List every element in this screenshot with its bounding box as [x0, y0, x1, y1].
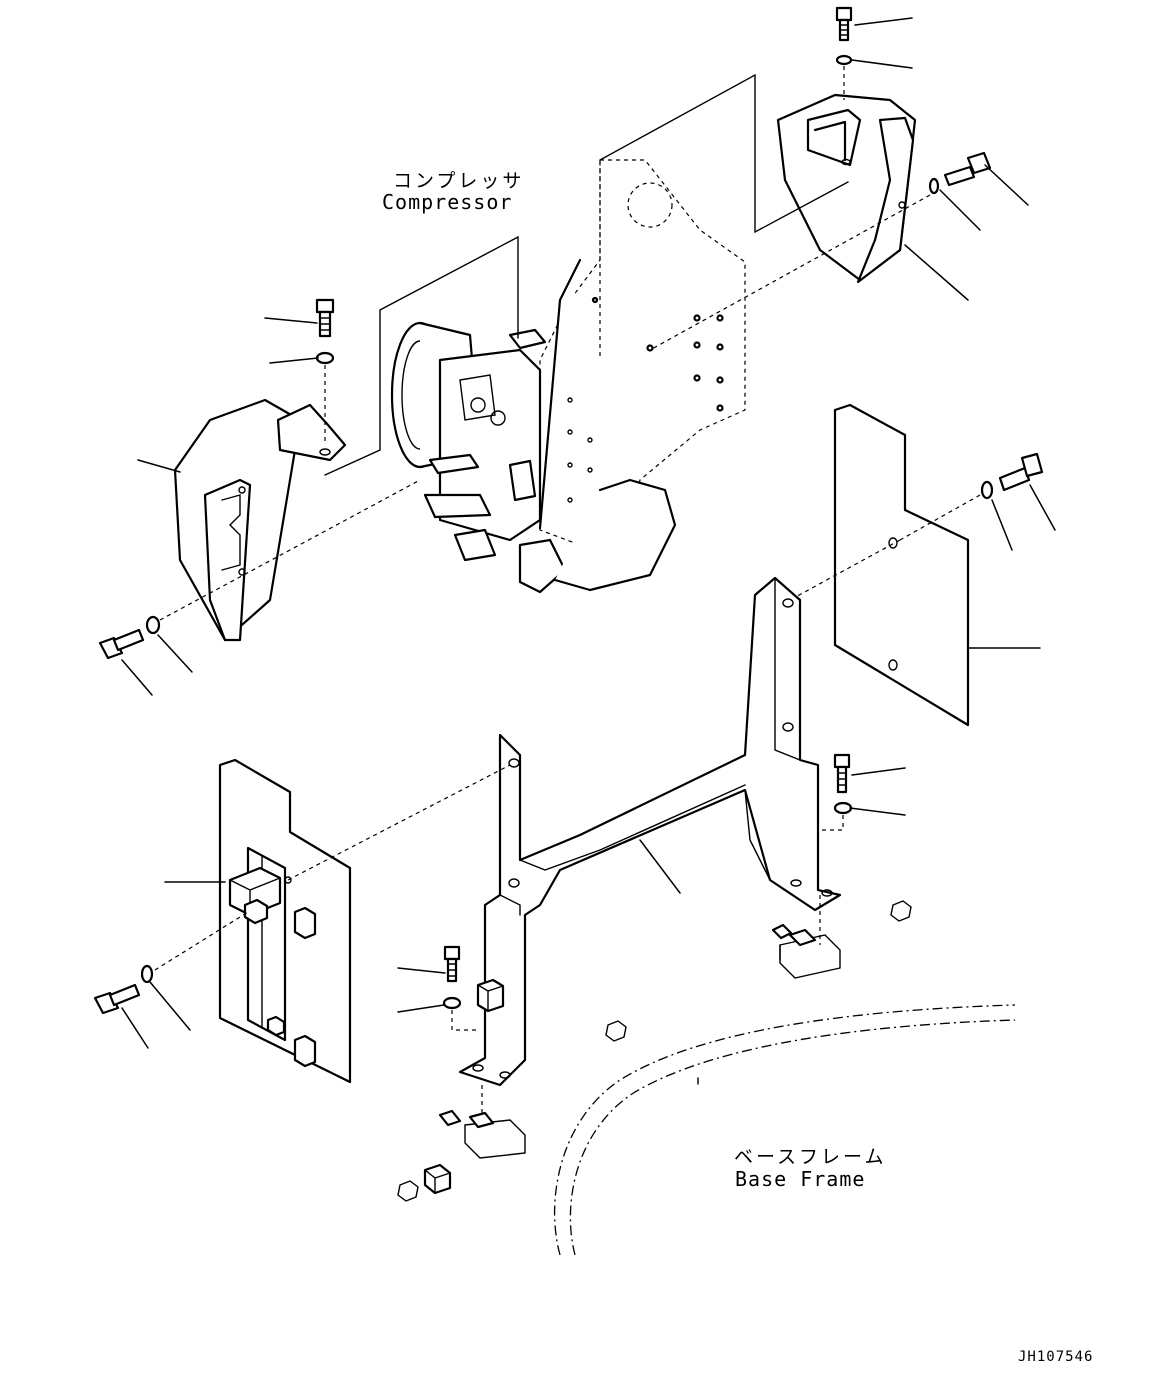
left-cover-bottom-bolt [98, 479, 421, 696]
right-panel-bolt [899, 452, 1056, 551]
right-panel-plate [789, 403, 1041, 727]
upper-right-cover [776, 93, 917, 284]
lower-left-panel-bolt [93, 911, 249, 1049]
compressor-label-leaders [324, 73, 849, 476]
frame-right-mount [771, 753, 906, 979]
frame-left-mount [397, 945, 526, 1159]
upper-cover-side-bolt [649, 151, 1029, 351]
upper-cover-bolt [835, 6, 913, 100]
upper-left-cover [137, 398, 347, 642]
compressor-mounting-bracket [539, 159, 746, 546]
base-frame-label-en: Base Frame [735, 1167, 866, 1191]
lower-left-panel [164, 758, 511, 1084]
base-frame-outline [554, 1004, 1016, 1256]
left-cover-top-bolt [264, 298, 335, 445]
compressor-label-en: Compressor [382, 190, 513, 214]
central-stand-frame [458, 576, 842, 1087]
compressor [390, 258, 677, 594]
compressor-label-jp: コンプレッサ [393, 170, 525, 192]
drawing-code: JH107546 [1018, 1349, 1094, 1365]
base-frame-label-jp: ベースフレーム [734, 1146, 887, 1168]
loose-nuts [397, 900, 912, 1202]
